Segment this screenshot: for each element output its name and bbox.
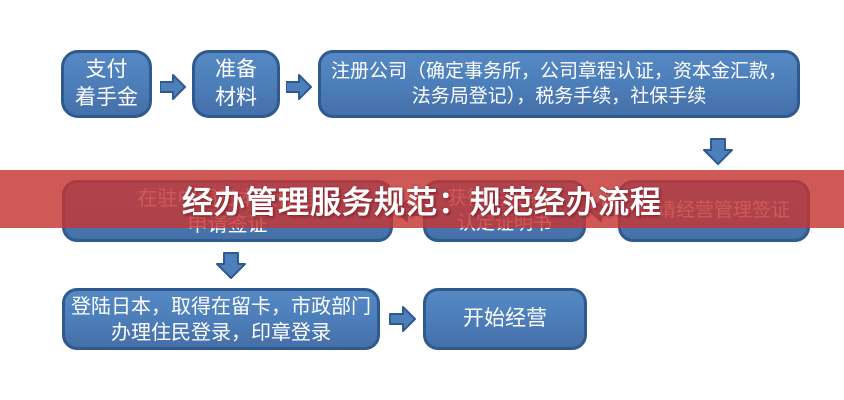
banner-title: 经办管理服务规范：规范经办流程 — [182, 184, 662, 221]
step-register-company-label: 注册公司（确定事务所，公司章程认证，资本金汇款， 法务局登记），税务手续，社保手… — [330, 59, 787, 107]
step-land-japan-label: 登陆日本，取得在留卡，市政部门 办理住民登录，印章登录 — [71, 293, 371, 344]
arrow-down-icon — [703, 138, 733, 165]
arrow-right-icon — [160, 74, 186, 100]
step-start-business: 开始经营 — [423, 288, 587, 350]
step-register-company: 注册公司（确定事务所，公司章程认证，资本金汇款， 法务局登记），税务手续，社保手… — [318, 50, 800, 118]
step-land-japan: 登陆日本，取得在留卡，市政部门 办理住民登录，印章登录 — [62, 288, 380, 350]
step-pay-deposit: 支付 着手金 — [61, 50, 152, 118]
step-pay-deposit-label: 支付 着手金 — [75, 57, 138, 109]
arrow-down-icon — [216, 252, 246, 279]
step-start-business-label: 开始经营 — [463, 306, 547, 331]
arrow-right-icon — [286, 74, 312, 100]
banner-overlay: 经办管理服务规范：规范经办流程 — [0, 170, 844, 228]
step-prepare-materials-label: 准备 材料 — [215, 57, 257, 109]
step-prepare-materials: 准备 材料 — [192, 50, 280, 118]
arrow-right-icon — [389, 306, 416, 332]
